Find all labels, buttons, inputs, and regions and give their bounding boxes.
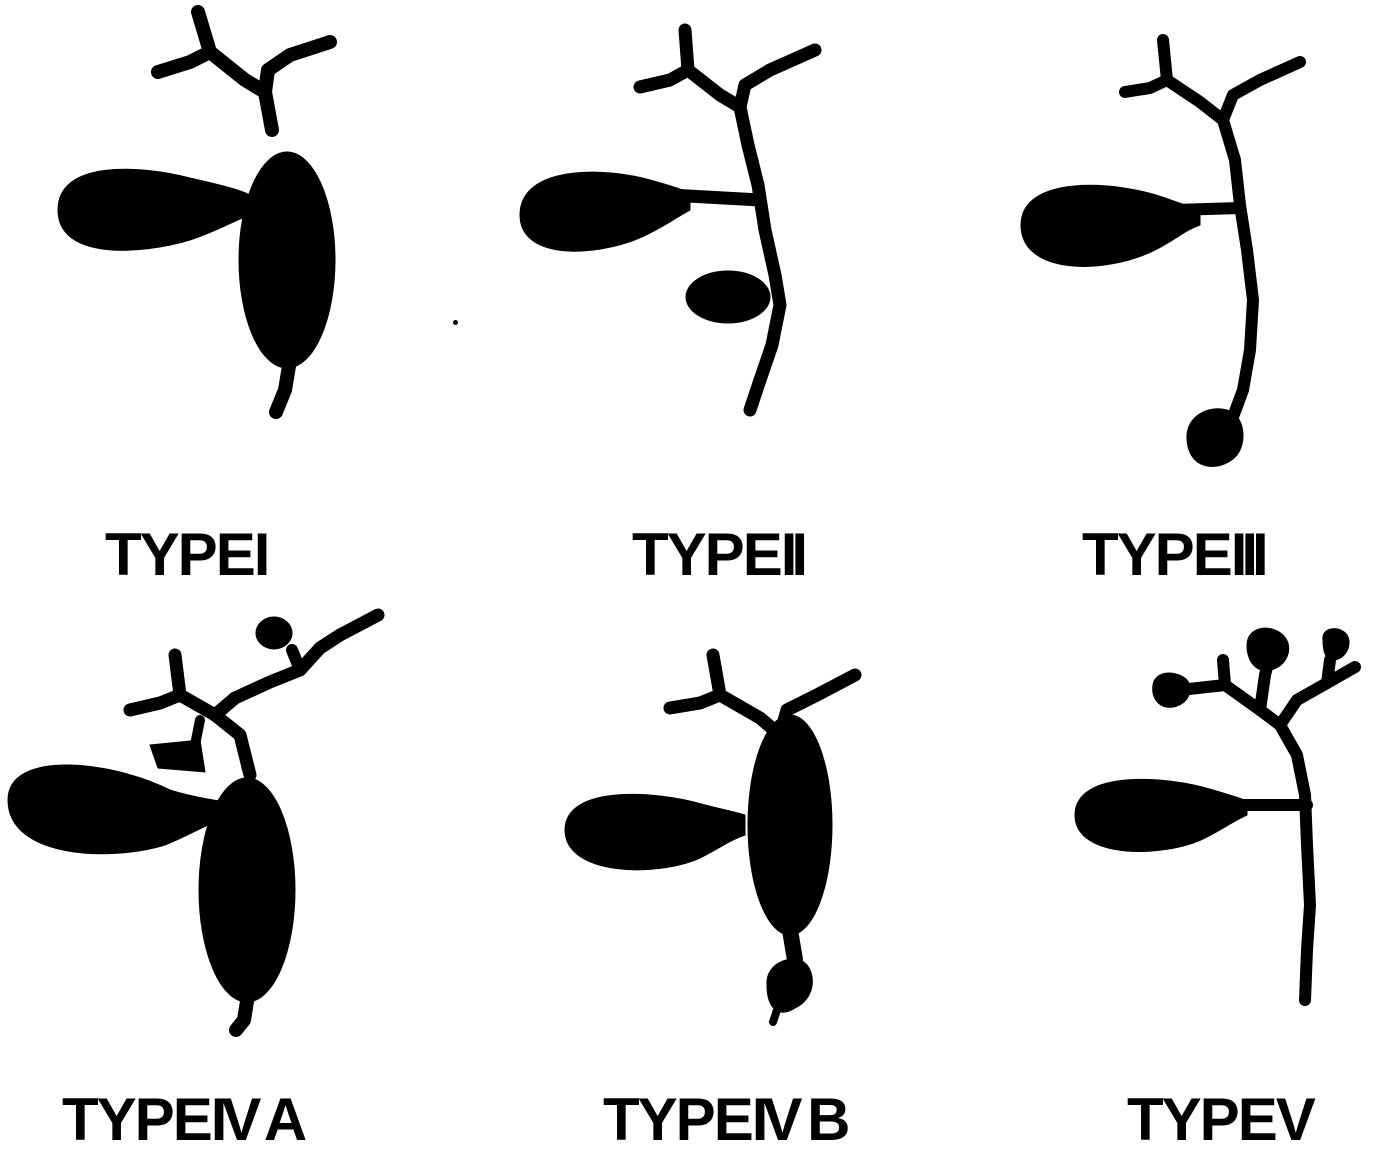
extrahepatic-cyst xyxy=(748,715,832,935)
intrahepatic-cyst-middle xyxy=(1247,628,1289,670)
choledochocele xyxy=(1187,409,1243,467)
right-hepatic-duct xyxy=(265,42,330,92)
extrahepatic-cyst xyxy=(199,778,295,1002)
type-4a-biliary-drawing xyxy=(0,600,400,1040)
left-hepatic-duct xyxy=(670,655,720,708)
intrahepatic-cyst-left xyxy=(150,740,205,772)
left-hepatic-duct xyxy=(640,30,688,87)
label-type-4a-prefix: TYPE xyxy=(62,1086,211,1153)
label-type-4a: TYPEIV A xyxy=(62,1090,301,1150)
choledochocele xyxy=(767,959,812,1012)
intrahepatic-branch xyxy=(292,650,300,670)
label-type-1-prefix: TYPE xyxy=(105,521,254,588)
gallbladder xyxy=(565,794,745,869)
supraduodenal-diverticulum xyxy=(686,271,770,323)
intrahepatic-cyst-upper xyxy=(256,617,292,649)
gallbladder xyxy=(1021,185,1200,266)
intrahepatic-branch-left xyxy=(1223,660,1225,685)
ampulla xyxy=(773,1010,777,1022)
gallbladder xyxy=(1075,779,1247,851)
left-hepatic-duct xyxy=(130,655,180,710)
type-4b-biliary-drawing xyxy=(555,640,875,1040)
right-hepatic-duct xyxy=(740,50,815,107)
label-type-1-numeral: I xyxy=(254,521,265,588)
label-type-3-prefix: TYPE xyxy=(1082,521,1231,588)
label-type-4b: TYPEIV B xyxy=(603,1090,844,1150)
type-3-biliary-drawing xyxy=(1015,30,1335,490)
gallbladder xyxy=(58,169,250,250)
intrahepatic-cyst-right xyxy=(1323,629,1349,660)
label-type-4b-numeral: IV B xyxy=(752,1086,845,1153)
left-hepatic-duct xyxy=(1125,40,1167,92)
common-bile-duct xyxy=(688,70,780,410)
intrahepatic-branch-right xyxy=(1280,667,1355,725)
left-hepatic-duct xyxy=(158,12,210,72)
diagram-type-4a xyxy=(0,600,400,1040)
type-5-biliary-drawing xyxy=(1065,615,1375,1015)
diagram-type-4b xyxy=(555,640,875,1040)
distal-common-bile-duct xyxy=(790,930,795,960)
label-type-2: TYPEII xyxy=(632,525,802,585)
intrahepatic-branch-right-upper xyxy=(1327,660,1330,683)
diagram-type-2 xyxy=(510,15,830,435)
label-type-5: TYPEV xyxy=(1127,1090,1310,1150)
right-hepatic-duct xyxy=(1223,62,1300,120)
common-bile-duct xyxy=(1167,80,1253,425)
type-2-biliary-drawing xyxy=(510,15,830,435)
diagram-type-3 xyxy=(1015,30,1335,490)
label-type-1: TYPEI xyxy=(105,525,264,585)
common-bile-duct xyxy=(1180,685,1310,1000)
label-type-3-numeral: III xyxy=(1231,521,1263,588)
diagram-type-1 xyxy=(40,0,360,440)
type-1-biliary-drawing xyxy=(40,0,360,440)
speck-artifact xyxy=(453,320,458,325)
fusiform-cyst xyxy=(239,152,335,368)
label-type-4a-numeral: IV A xyxy=(211,1086,301,1153)
label-type-5-prefix: TYPE xyxy=(1127,1086,1276,1153)
label-type-2-numeral: II xyxy=(781,521,802,588)
label-type-4b-prefix: TYPE xyxy=(603,1086,752,1153)
label-type-5-numeral: V xyxy=(1276,1086,1310,1153)
gallbladder xyxy=(8,765,225,854)
label-type-2-prefix: TYPE xyxy=(632,521,781,588)
diagram-type-5 xyxy=(1065,615,1375,1015)
intrahepatic-cyst-left xyxy=(1153,673,1190,707)
gallbladder xyxy=(520,172,690,251)
label-type-3: TYPEIII xyxy=(1082,525,1263,585)
distal-common-bile-duct xyxy=(276,360,290,412)
